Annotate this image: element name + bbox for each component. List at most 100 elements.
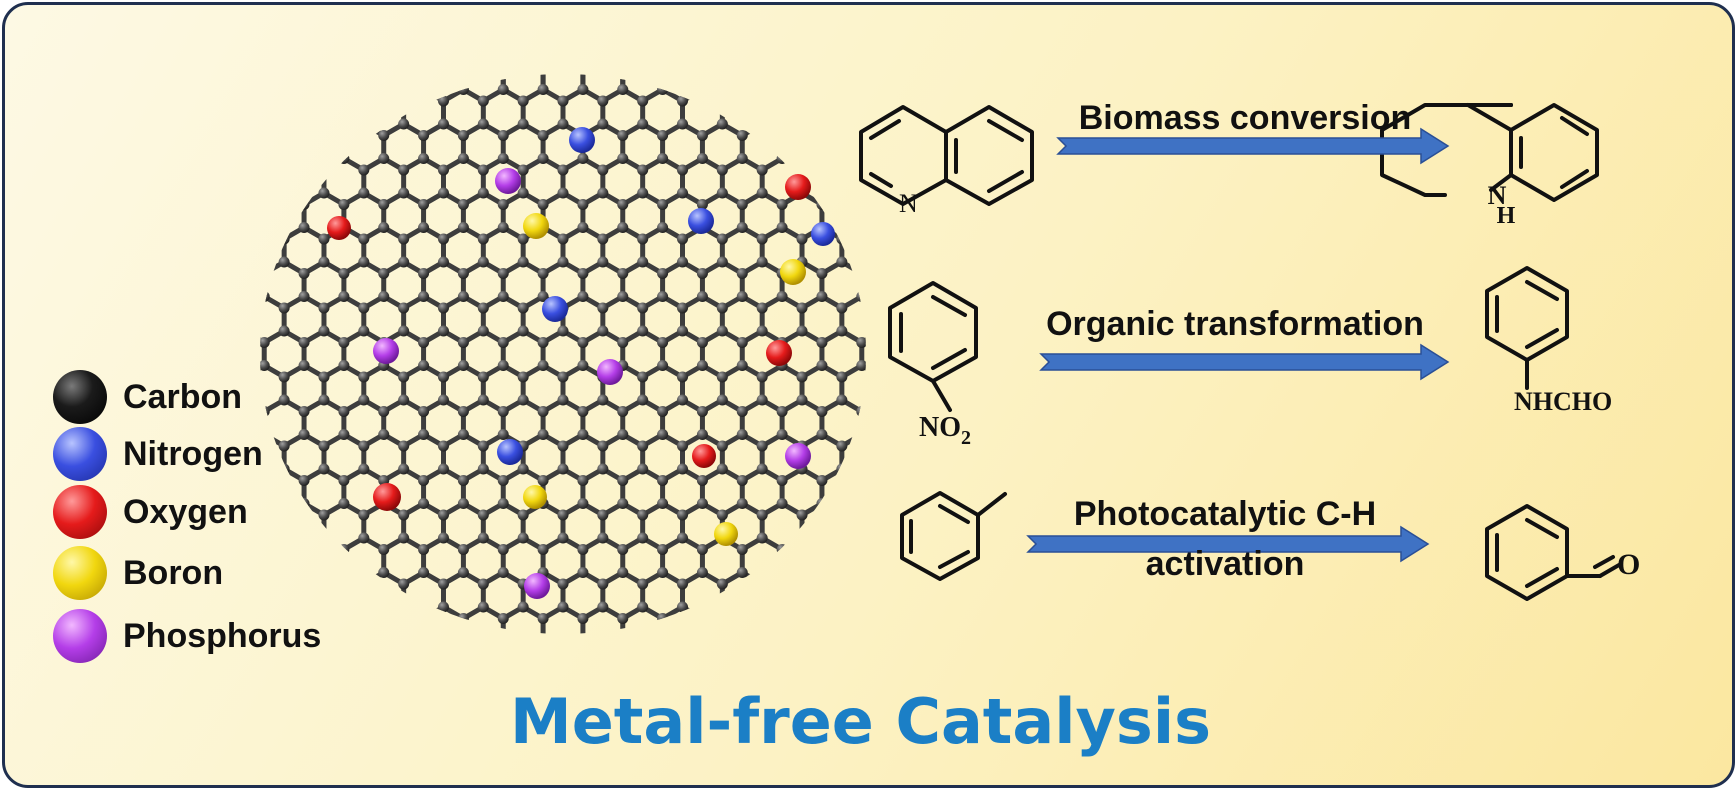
carbon-atom [716,187,728,199]
carbon-atom [298,337,310,348]
carbon-atom [557,601,569,613]
carbon-atom [776,291,788,302]
carbon-atom [816,475,828,486]
carbon-atom [457,337,469,348]
carbon-atom [776,429,788,440]
carbon-atom [338,475,350,486]
carbon-atom [557,371,569,383]
carbon-atom [617,544,629,555]
carbon-atom [597,509,609,521]
carbon-atom [358,509,370,521]
carbon-atom [577,360,589,371]
carbon-atom [378,130,390,141]
legend-label-phosphorus: Phosphorus [123,617,322,655]
carbon-atom [736,406,748,417]
carbon-atom [278,371,290,383]
reaction-schemes: N N H NO2 NHCHO O [859,103,1640,601]
carbon-atom [418,429,430,440]
carbon-atom [557,187,569,199]
carbon-atom [796,302,808,314]
carbon-atom [358,463,370,475]
carbon-atom [557,325,569,337]
carbon-atom [418,337,430,348]
carbon-atom [338,498,350,509]
carbon-atom [677,302,689,314]
carbon-atom [298,429,310,440]
carbon-atom [557,532,569,544]
carbon-atom [338,406,350,417]
carbon-atom [318,233,330,245]
carbon-atom [696,337,708,348]
carbon-atom [557,95,569,107]
carbon-atom [657,360,669,371]
carbon-atom [637,578,649,590]
carbon-atom [557,394,569,406]
thq-h-label: H [1497,203,1516,229]
carbon-atom [696,360,708,371]
nitrogen-dopant [811,222,835,246]
carbon-atom [597,325,609,337]
carbon-atom [318,463,330,475]
carbon-atom [736,222,748,233]
carbon-atom [557,118,569,130]
carbon-atom [696,130,708,141]
carbon-atom [677,601,689,613]
carbon-atom [358,256,370,268]
carbon-atom [358,164,370,176]
carbon-atom [617,153,629,164]
nitrogen-dopant [569,127,595,153]
carbon-atom [497,291,509,302]
carbon-atom [378,268,390,279]
carbon-atom [338,337,350,348]
nitrogen-sphere-icon [53,427,107,481]
carbon-atom [477,256,489,268]
carbon-atom [497,544,509,555]
legend-item-boron: Boron [53,546,353,602]
carbon-atom [617,222,629,233]
carbon-atom [597,164,609,176]
carbon-atom [816,406,828,417]
carbon-atom [497,475,509,486]
carbon-atom [457,199,469,210]
carbon-atom [378,544,390,555]
carbon-atom [776,199,788,210]
carbon-atom [298,268,310,279]
carbon-atom [517,463,529,475]
carbon-atom [457,544,469,555]
carbon-atom [398,509,410,521]
carbon-atom [677,233,689,245]
carbon-atom [677,371,689,383]
carbon-atom [517,325,529,337]
thq-n-label: N [1488,181,1507,210]
aldehyde-o-label: O [1617,548,1640,581]
carbon-atom [736,544,748,555]
carbon-atom [577,429,589,440]
carbon-atom [457,130,469,141]
carbon-atom [557,509,569,521]
carbon-atom [597,233,609,245]
carbon-atom [756,394,768,406]
legend-item-carbon: Carbon [53,370,353,426]
carbon-atom [318,325,330,337]
carbon-atom [816,429,828,440]
carbon-atom [696,544,708,555]
carbon-atom [756,256,768,268]
carbon-atom [836,256,848,268]
carbon-atom [418,360,430,371]
carbon-atom [657,199,669,210]
carbon-atom [756,302,768,314]
carbon-atom [338,429,350,440]
carbon-atom [657,268,669,279]
carbon-atom [477,532,489,544]
nitro-no-text: NO [919,412,961,443]
carbon-atom [398,256,410,268]
carbon-atom [437,532,449,544]
phosphorus-sphere-icon [53,609,107,663]
carbon-atom [736,429,748,440]
carbon-atom [557,164,569,176]
carbon-atom [637,601,649,613]
carbon-atom [577,613,589,624]
carbon-atom [418,153,430,164]
carbon-atom [716,578,728,590]
carbon-atom [756,509,768,521]
